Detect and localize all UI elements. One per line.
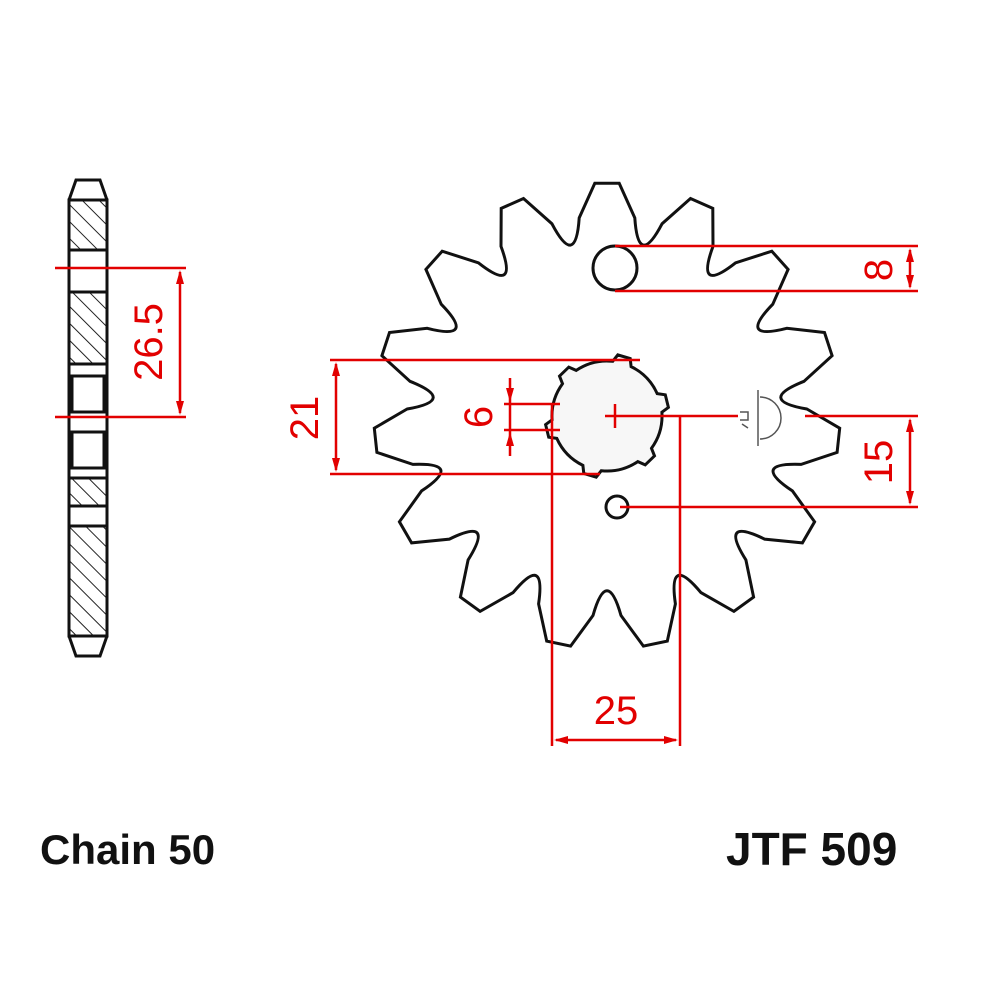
- dim-label-25: 25: [594, 689, 639, 733]
- part-number: JTF 509: [726, 823, 898, 875]
- dim-label-15: 15: [857, 440, 901, 485]
- dim-label-26-5: 26.5: [127, 303, 171, 381]
- bolt-hole: [591, 244, 639, 292]
- rotation-symbol-icon: [740, 390, 782, 446]
- side-profile: [67, 178, 109, 658]
- dim-label-8: 8: [857, 259, 901, 281]
- dimension-arrows: [332, 248, 914, 744]
- chain-label: Chain 50: [40, 826, 216, 873]
- dim-label-21: 21: [283, 396, 327, 441]
- dim-26-5: [55, 266, 186, 419]
- dim-label-6: 6: [457, 406, 501, 428]
